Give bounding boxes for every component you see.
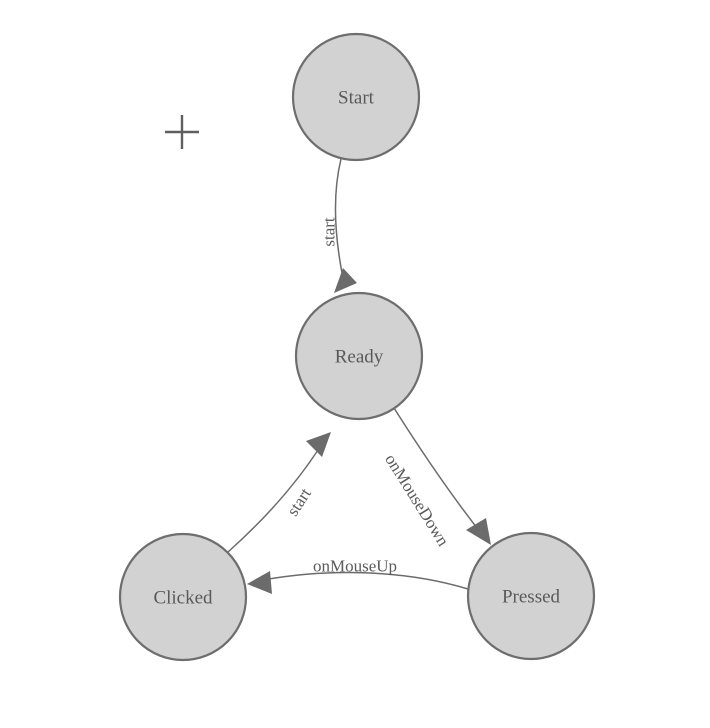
- node-ready[interactable]: Ready: [294, 291, 424, 421]
- arrowhead-icon: [334, 268, 357, 293]
- edge-label-pressed-to-clicked: onMouseUp: [313, 557, 397, 576]
- arrowhead-icon: [306, 432, 331, 457]
- edge-clicked-to-ready[interactable]: start: [227, 432, 331, 553]
- edge-pressed-to-clicked[interactable]: onMouseUp: [247, 557, 469, 595]
- edge-path: [262, 571, 469, 590]
- node-label-ready: Ready: [335, 347, 384, 368]
- crosshair-icon[interactable]: [165, 115, 199, 149]
- node-clicked[interactable]: Clicked: [118, 532, 248, 662]
- node-pressed[interactable]: Pressed: [466, 531, 596, 661]
- edge-path: [227, 446, 321, 553]
- node-shape[interactable]: [466, 531, 596, 661]
- node-shape[interactable]: [294, 291, 424, 421]
- arrowhead-icon: [466, 518, 491, 545]
- edge-label-start-to-ready: start: [320, 217, 339, 247]
- node-start[interactable]: Start: [291, 32, 421, 162]
- node-label-pressed: Pressed: [502, 587, 561, 608]
- node-label-start: Start: [338, 88, 375, 109]
- edge-ready-to-pressed[interactable]: onMouseDown: [381, 407, 491, 550]
- edge-label-ready-to-pressed: onMouseDown: [381, 451, 453, 550]
- edge-path: [393, 407, 482, 534]
- edge-start-to-ready[interactable]: start: [320, 158, 358, 293]
- node-shape[interactable]: [291, 32, 421, 162]
- arrowhead-icon: [247, 571, 272, 594]
- node-shape[interactable]: [118, 532, 248, 662]
- node-label-clicked: Clicked: [153, 588, 213, 609]
- edge-path: [334, 158, 345, 284]
